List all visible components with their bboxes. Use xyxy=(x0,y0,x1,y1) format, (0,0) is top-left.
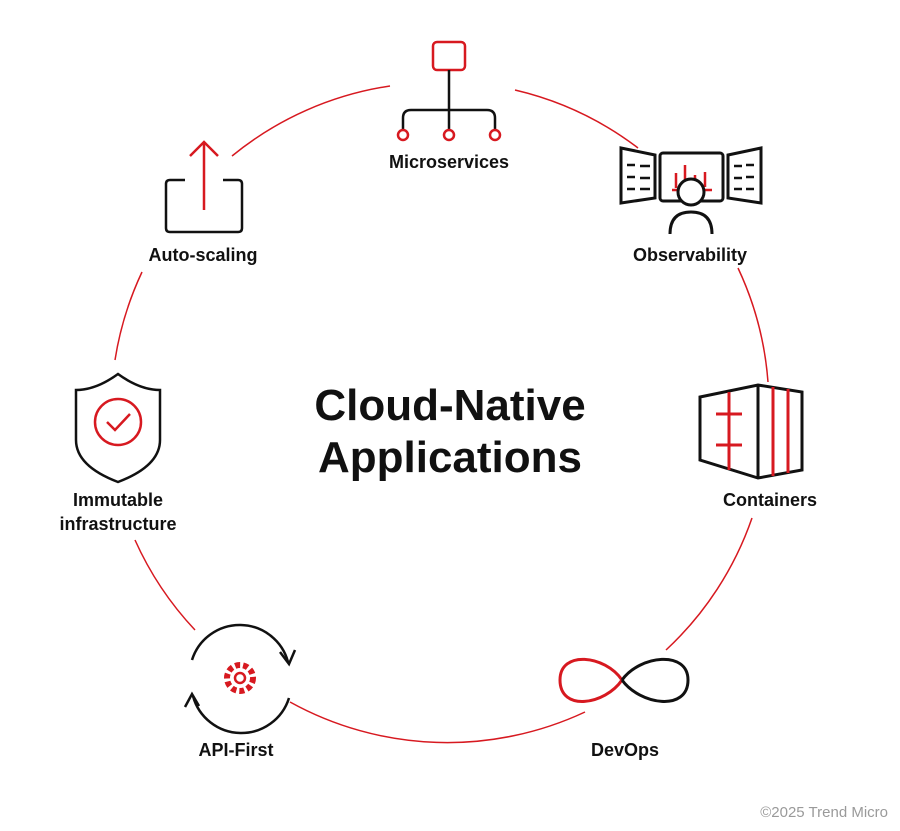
title-line-1: Cloud-Native xyxy=(314,381,586,430)
copyright: ©2025 Trend Micro xyxy=(760,804,888,821)
shield-check-icon xyxy=(74,372,162,484)
cycle-ring xyxy=(114,85,769,744)
container-icon xyxy=(698,383,804,480)
node-label-devops: DevOps xyxy=(590,740,660,760)
label-line-1: Immutable xyxy=(72,490,164,510)
diagram-title: Cloud-Native Applications xyxy=(314,380,585,484)
upload-arrow-icon xyxy=(164,140,244,234)
node-label-containers: Containers xyxy=(722,490,818,510)
gear-cycle-icon xyxy=(183,623,297,735)
infinity-icon xyxy=(558,657,690,703)
node-label-auto-scaling: Auto-scaling xyxy=(148,245,258,265)
node-label-microservices: Microservices xyxy=(388,152,510,172)
node-label-api-first: API-First xyxy=(198,740,274,760)
hierarchy-icon xyxy=(396,40,502,142)
node-label-observability: Observability xyxy=(632,245,748,265)
node-label-immutable-infrastructure: Immutable infrastructure xyxy=(59,488,176,536)
label-line-2: infrastructure xyxy=(59,514,177,534)
title-line-2: Applications xyxy=(317,433,583,482)
monitoring-dashboard-icon xyxy=(619,146,763,235)
